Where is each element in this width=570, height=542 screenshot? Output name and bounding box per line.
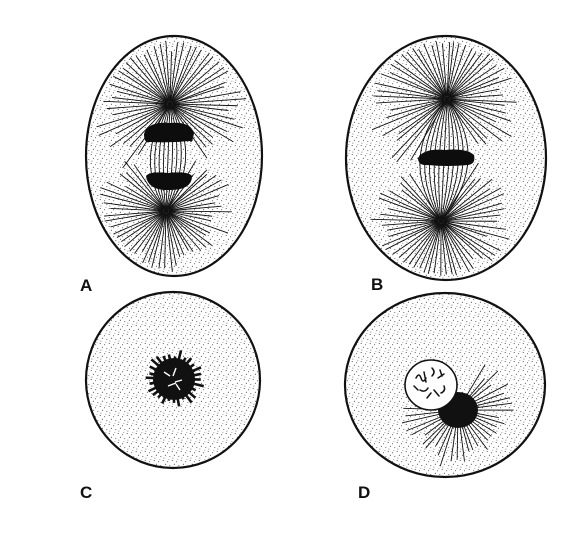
- cell-a-centrosome-top: [167, 101, 173, 107]
- label-d: D: [358, 483, 370, 502]
- cell-b: [346, 36, 546, 280]
- cell-d: [345, 293, 545, 477]
- cell-a-centrosome-bottom: [163, 208, 169, 214]
- cell-b-centrosome-bottom: [438, 218, 444, 224]
- cell-d-nucleus: [405, 360, 457, 410]
- fiber-line: [169, 355, 171, 364]
- fiber-line: [146, 378, 158, 379]
- cell-a: [86, 36, 262, 276]
- fiber-line: [169, 395, 171, 401]
- label-a: A: [80, 276, 92, 295]
- label-c: C: [80, 483, 92, 502]
- fiber-line: [149, 382, 158, 384]
- cell-c: [86, 292, 260, 468]
- label-b: B: [371, 275, 383, 294]
- cell-a-chromosomes-top: [144, 123, 194, 143]
- cell-b-metaphase-plate: [418, 150, 474, 166]
- cell-b-centrosome-top: [444, 96, 450, 102]
